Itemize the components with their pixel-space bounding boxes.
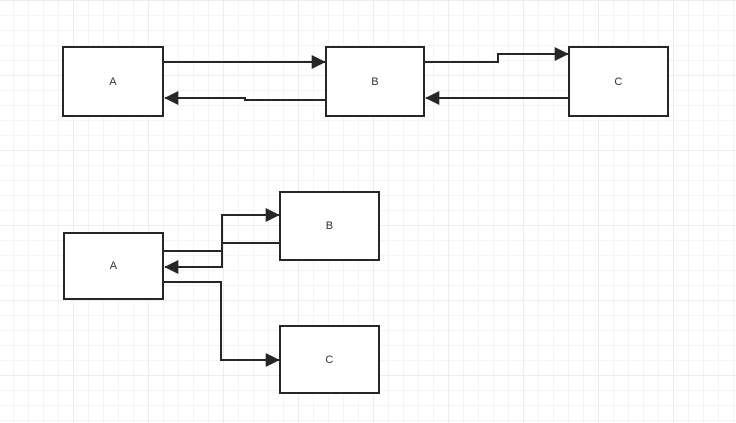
edge-b-to-a[interactable] [164,242,279,274]
node-label: A [109,75,117,88]
edge-b-to-c[interactable] [425,47,569,63]
node-label: A [109,260,118,272]
node-top-c[interactable]: C [568,46,669,117]
edge-a-to-c[interactable] [164,281,280,367]
node-label: B [325,220,334,232]
node-bot-a[interactable]: A [63,232,164,300]
node-top-b[interactable]: B [325,46,425,117]
node-top-a[interactable]: A [62,46,164,117]
node-label: C [614,75,623,88]
node-bot-b[interactable]: B [279,191,380,261]
node-label: B [371,75,379,88]
node-bot-c[interactable]: C [279,325,380,394]
node-label: C [325,353,334,366]
edge-a-to-b[interactable] [164,208,280,252]
